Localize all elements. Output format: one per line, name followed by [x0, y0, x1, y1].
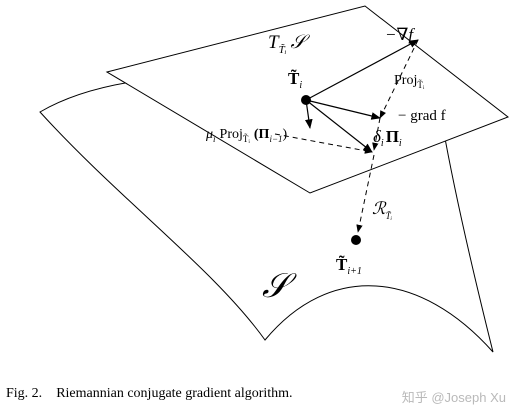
sum-dashed-line-b	[372, 117, 381, 151]
grad-label: − grad f	[398, 108, 446, 124]
figure-caption: Fig. 2. Riemannian conjugate gradient alg…	[6, 386, 293, 402]
watermark: 知乎 @Joseph Xu	[401, 390, 506, 405]
figure-number: Fig. 2.	[6, 386, 43, 401]
retraction-dashed-arrow	[356, 154, 375, 233]
sum-dashed-line-a	[274, 133, 373, 154]
neg-nabla-arrow	[305, 39, 419, 101]
neg-nabla-label: −∇f	[385, 25, 415, 44]
point-current-label: T̃i	[288, 68, 302, 91]
projection-dashed-line	[379, 39, 419, 119]
retraction-label: ℛT̃ᵢ	[372, 199, 393, 221]
point-next	[351, 235, 361, 245]
neg-grad-arrow	[305, 99, 381, 120]
point-current	[301, 95, 311, 105]
proj-label: ProjT̃ᵢ	[394, 73, 425, 90]
direction-arrow	[305, 99, 373, 153]
figure-caption-text: Riemannian conjugate gradient algorithm.	[56, 386, 293, 401]
point-next-label: T̃i+1	[336, 254, 362, 277]
